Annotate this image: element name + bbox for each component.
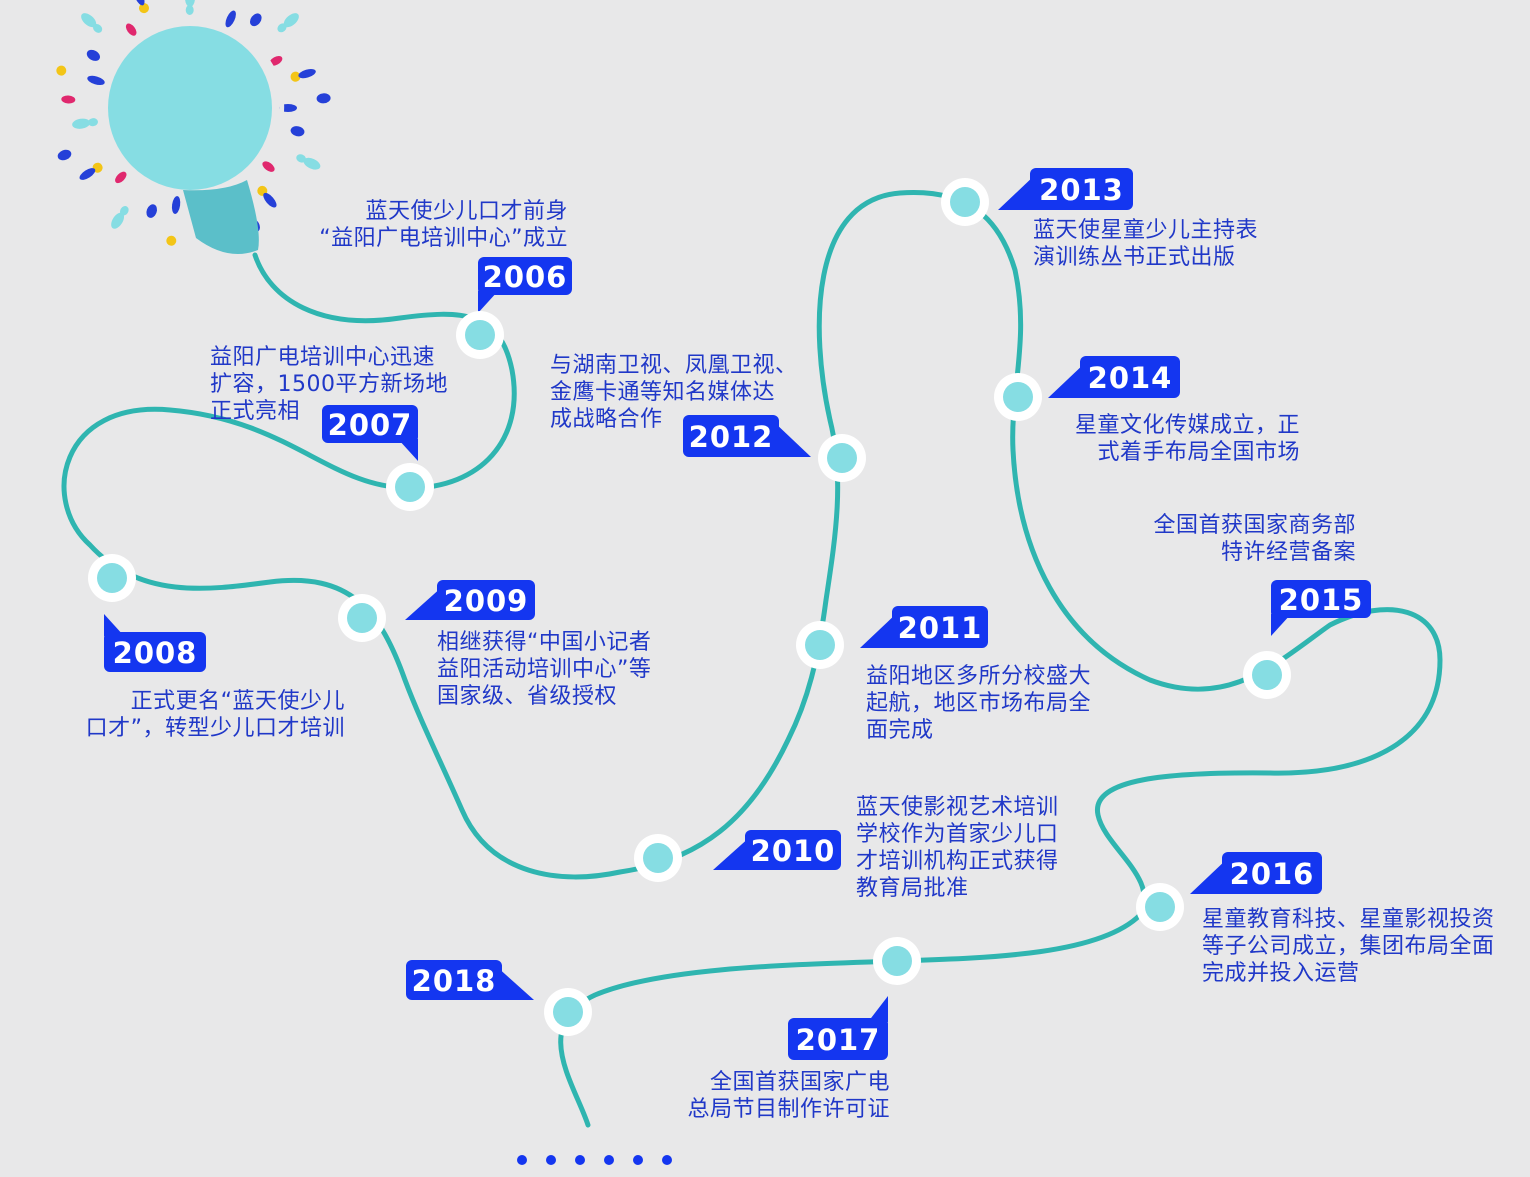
year-tag-2018: 2018 (406, 960, 534, 1000)
year-tag-2010: 2010 (713, 830, 841, 870)
node-2016 (1136, 883, 1184, 931)
desc-2014: 星童文化传媒成立，正式着手布局全国市场 (1074, 413, 1300, 465)
desc-2013: 蓝天使星童少儿主持表演训练丛书正式出版 (1033, 218, 1259, 270)
desc-2011: 益阳地区多所分校盛大起航，地区市场布局全面完成 (866, 664, 1092, 743)
year-tag-2007: 2007 (322, 405, 418, 461)
year-tag-2016: 2016 (1190, 852, 1322, 894)
year-tag-2014: 2014 (1048, 356, 1180, 398)
ellipsis-dot (517, 1155, 527, 1165)
desc-2015: 全国首获国家商务部特许经营备案 (1153, 513, 1356, 565)
desc-2006: 蓝天使少儿口才前身“益阳广电培训中心”成立 (319, 199, 568, 251)
node-2009 (338, 594, 386, 642)
node-2014 (994, 373, 1042, 421)
node-2017 (873, 937, 921, 985)
desc-2012: 与湖南卫视、凤凰卫视、金鹰卡通等知名媒体达成战略合作 (550, 353, 798, 432)
year-label-2015: 2015 (1279, 583, 1364, 617)
year-label-2014: 2014 (1088, 361, 1173, 395)
year-tag-2013: 2013 (998, 168, 1133, 210)
timeline-path (61, 189, 1443, 1128)
desc-2016: 星童教育科技、星童影视投资等子公司成立，集团布局全面完成并投入运营 (1202, 907, 1495, 986)
node-2018 (544, 988, 592, 1036)
year-label-2017: 2017 (796, 1023, 881, 1057)
ellipsis-dot (575, 1155, 585, 1165)
year-label-2006: 2006 (483, 260, 568, 294)
year-label-2008: 2008 (113, 636, 198, 670)
year-tag-2011: 2011 (860, 606, 988, 648)
ellipsis-dots-icon (517, 1155, 672, 1165)
node-2008 (88, 554, 136, 602)
node-2011 (796, 621, 844, 669)
node-2006 (456, 311, 504, 359)
desc-2007: 益阳广电培训中心迅速扩容，1500平方新场地正式亮相 (210, 345, 448, 424)
node-2015 (1243, 651, 1291, 699)
node-2007 (386, 463, 434, 511)
node-2012 (818, 434, 866, 482)
desc-2008: 正式更名“蓝天使少儿口才”，转型少儿口才培训 (85, 689, 345, 741)
ellipsis-dot (633, 1155, 643, 1165)
year-label-2007: 2007 (328, 408, 413, 442)
ellipsis-dot (604, 1155, 614, 1165)
desc-2017: 全国首获国家广电总局节目制作许可证 (687, 1070, 890, 1122)
ellipsis-dot (546, 1155, 556, 1165)
year-label-2009: 2009 (444, 584, 529, 618)
year-tag-2012: 2012 (683, 415, 811, 457)
year-tag-2009: 2009 (405, 580, 535, 620)
year-label-2011: 2011 (898, 611, 983, 645)
year-tag-2015: 2015 (1271, 580, 1371, 636)
year-label-2018: 2018 (412, 964, 497, 998)
year-label-2013: 2013 (1039, 173, 1124, 207)
year-label-2012: 2012 (689, 420, 774, 454)
node-2010 (634, 834, 682, 882)
year-label-2016: 2016 (1230, 857, 1315, 891)
year-tag-2017: 2017 (788, 996, 888, 1060)
year-tag-2008: 2008 (104, 614, 206, 672)
desc-2009: 相继获得“中国小记者益阳活动培训中心”等国家级、省级授权 (437, 630, 652, 709)
node-2013 (941, 178, 989, 226)
balloon-icon (56, 0, 331, 254)
year-label-2010: 2010 (751, 834, 836, 868)
ellipsis-dot (662, 1155, 672, 1165)
desc-2010: 蓝天使影视艺术培训学校作为首家少儿口才培训机构正式获得教育局批准 (856, 795, 1059, 901)
year-tag-2006: 2006 (478, 257, 572, 313)
